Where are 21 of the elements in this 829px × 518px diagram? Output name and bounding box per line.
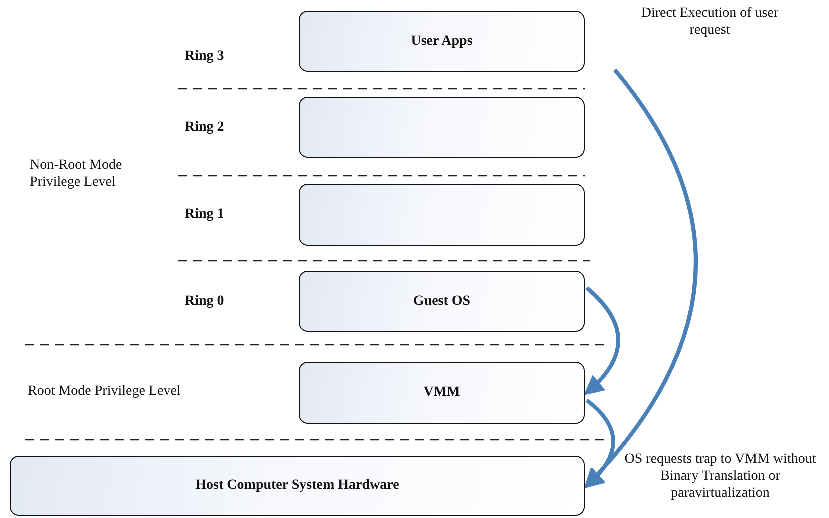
ring-label: Ring 2 xyxy=(185,120,226,137)
layer-label: User Apps xyxy=(411,34,473,50)
layer-label: Host Computer System Hardware xyxy=(196,478,400,494)
layer-box xyxy=(299,362,585,424)
ring-label: Ring 0 xyxy=(185,294,226,311)
ring-label: Ring 3 xyxy=(185,49,226,66)
layer-label: Guest OS xyxy=(413,294,471,310)
mode-label: Root Mode Privilege Level xyxy=(28,384,182,401)
curved-arrow xyxy=(584,68,698,489)
annotation-text: OS requests trap to VMM without Binary Translation or paravirtualization xyxy=(624,452,818,502)
layer-label: VMM xyxy=(424,385,460,401)
curved-arrow xyxy=(584,398,616,489)
curved-arrow xyxy=(584,286,620,396)
layer-box xyxy=(299,11,585,72)
layer-box xyxy=(299,271,585,332)
mode-label: Non-Root Mode Privilege Level xyxy=(30,158,124,192)
ring-label: Ring 1 xyxy=(185,207,226,224)
hardware-box xyxy=(10,456,585,516)
layer-box xyxy=(299,184,585,246)
annotation-text: Direct Execution of user request xyxy=(640,6,780,40)
layer-box xyxy=(299,97,585,158)
